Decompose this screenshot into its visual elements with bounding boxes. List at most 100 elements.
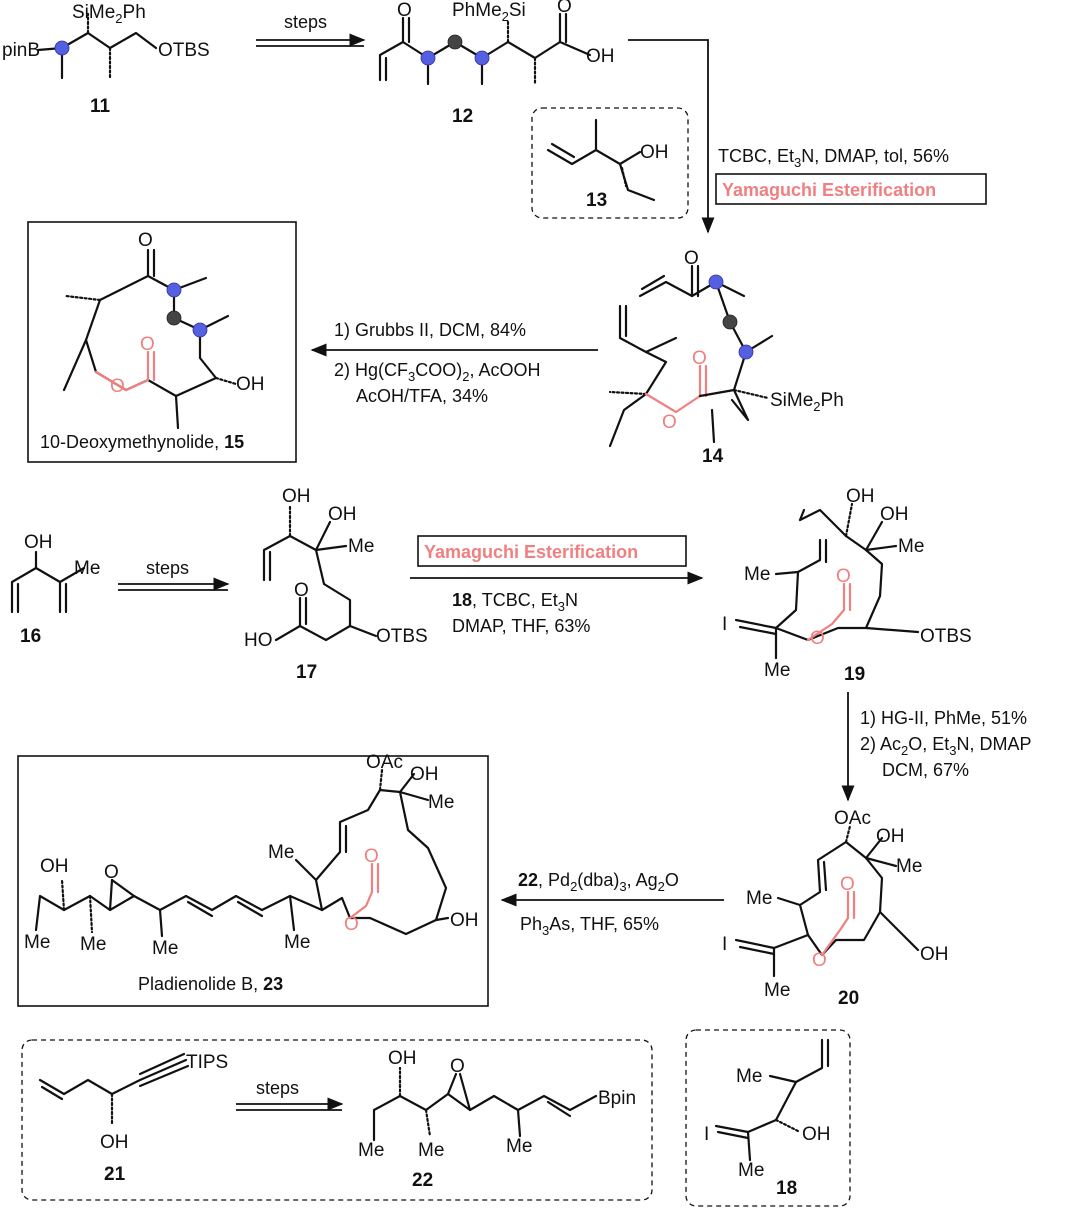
compound-23-frame xyxy=(17,755,489,1007)
label-oh: OH xyxy=(410,764,439,785)
compound-15-frame xyxy=(27,221,297,463)
label-oh: OH xyxy=(880,504,909,525)
acid-oh-bond xyxy=(558,40,592,57)
label-me: Me xyxy=(348,536,374,557)
stereocenter-marker xyxy=(474,50,490,66)
stereocenter-marker xyxy=(708,274,724,290)
hashed-bond xyxy=(88,894,94,934)
condition-tcbc: TCBC, Et3N, DMAP, tol, 56% xyxy=(718,146,949,170)
label-phme2si: PhMe2Si xyxy=(452,0,526,24)
label-me: Me xyxy=(898,536,924,557)
label-i: I xyxy=(722,934,727,955)
compound-15-ring xyxy=(84,248,218,398)
yamaguchi-badge-frame xyxy=(715,173,987,205)
epoxide-bond xyxy=(108,878,114,912)
hashed-bond xyxy=(64,294,102,302)
hashed-bond xyxy=(844,824,852,844)
yamaguchi-badge-frame xyxy=(417,535,687,567)
hashed-bond xyxy=(60,878,66,912)
oh-bond xyxy=(864,520,884,552)
wedge-bond xyxy=(434,916,450,922)
label-me: Me xyxy=(80,934,106,955)
label-o: O xyxy=(557,0,572,17)
label-oh: OH xyxy=(846,486,875,507)
compound-number: 22 xyxy=(412,1170,433,1191)
wedge-bond xyxy=(776,896,802,907)
hashed-bond xyxy=(844,502,854,538)
arrow-label-steps: steps xyxy=(146,558,189,578)
reaction-arrow xyxy=(628,39,715,234)
ester-linkage xyxy=(806,582,846,642)
label-o: O xyxy=(138,230,153,251)
compound-16: OH Me 16 xyxy=(10,532,100,647)
label-o: O xyxy=(294,580,309,601)
ethyl-bond xyxy=(62,338,88,392)
wedge-bond xyxy=(774,570,800,576)
arrow-label-steps: steps xyxy=(256,1078,299,1098)
carbon-marker xyxy=(447,34,463,50)
compound-number: 12 xyxy=(452,106,473,127)
label-simephs: SiMe2Ph xyxy=(72,2,146,26)
hashed-bond xyxy=(608,390,648,396)
label-o-ester: O xyxy=(692,348,707,369)
double-bond xyxy=(546,1100,572,1118)
compound-number: 21 xyxy=(104,1164,126,1185)
condition-18-tcbc: 18, TCBC, Et3N xyxy=(452,590,578,614)
stereocenter-marker xyxy=(420,50,436,66)
label-oh: OH xyxy=(24,532,53,553)
compound-11: SiMe2Ph pinB OTBS 11 xyxy=(2,2,210,117)
label-tips: TIPS xyxy=(186,1052,228,1073)
label-me: Me xyxy=(896,856,922,877)
compound-22: OH O Bpin Me Me Me 22 xyxy=(358,1048,636,1191)
label-me: Me xyxy=(428,792,454,813)
wedge-bond xyxy=(348,624,378,638)
label-o-epoxide: O xyxy=(450,1056,465,1077)
compound-18: Me I OH Me 18 xyxy=(685,1029,851,1207)
label-o-ring: O xyxy=(110,376,125,397)
label-me: Me xyxy=(764,660,790,681)
label-me: Me xyxy=(764,980,790,1001)
label-otbs: OTBS xyxy=(376,626,428,647)
triple-bond xyxy=(138,1064,190,1088)
compound-12: PhMe2Si O O OH 12 xyxy=(378,0,615,127)
yamaguchi-badge: Yamaguchi Esterification xyxy=(722,180,936,200)
label-me: Me xyxy=(152,938,178,959)
condition-ph3as: Ph3As, THF, 65% xyxy=(520,914,659,938)
label-otbs: OTBS xyxy=(158,40,210,61)
vinyl-iodide-bond xyxy=(734,618,778,630)
label-i: I xyxy=(722,614,727,635)
compound-21: TIPS OH 21 xyxy=(38,1052,228,1185)
double-bond xyxy=(236,900,264,918)
label-oh: OH xyxy=(328,504,357,525)
label-me: Me xyxy=(284,932,310,953)
wedge-bond xyxy=(878,910,920,952)
panel-frame xyxy=(21,1039,653,1201)
compound-number: 16 xyxy=(20,626,41,647)
carbon-marker xyxy=(166,310,182,326)
label-me: Me xyxy=(418,1140,444,1161)
compound-19-ring xyxy=(774,508,884,642)
label-me: Me xyxy=(358,1140,384,1161)
vinyl-iodide-bond xyxy=(734,938,776,950)
label-o-ester: O xyxy=(836,566,851,587)
wedge-bond xyxy=(516,1108,522,1138)
label-oh: OH xyxy=(100,1132,129,1153)
label-ho: HO xyxy=(244,630,273,651)
compound-12-bonds xyxy=(378,12,562,82)
compound-20-ring xyxy=(798,840,884,957)
label-me: Me xyxy=(506,1136,532,1157)
double-bond xyxy=(186,900,214,918)
hashed-bond xyxy=(378,768,384,792)
condition-dcm: DCM, 67% xyxy=(882,760,969,780)
stereocenter-marker xyxy=(166,282,182,298)
hashed-bond xyxy=(620,166,628,188)
wedge-bond xyxy=(864,626,920,634)
label-oh: OH xyxy=(920,944,949,965)
triple-bond xyxy=(138,1052,186,1076)
stereocenter-marker xyxy=(738,344,754,360)
compound-19: OH OH Me Me I O O OTBS Me 19 xyxy=(722,486,972,685)
yamaguchi-badge: Yamaguchi Esterification xyxy=(424,542,638,562)
wedge-bond xyxy=(864,856,898,868)
compound-18-frame xyxy=(685,1029,851,1207)
compound-14: O O O SiMe2Ph 14 xyxy=(608,248,844,467)
